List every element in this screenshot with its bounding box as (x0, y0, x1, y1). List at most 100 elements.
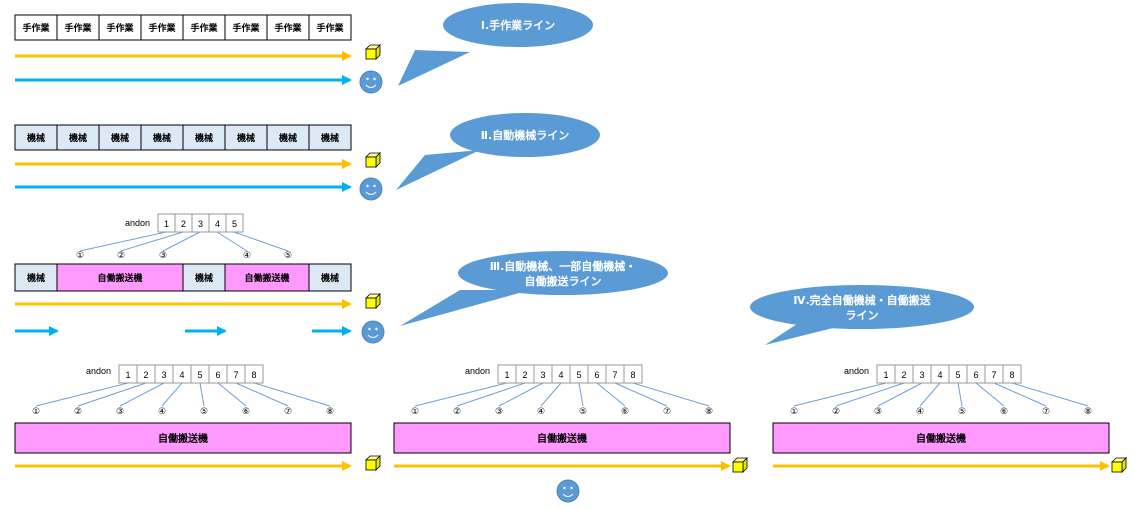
andon-number: 5 (955, 370, 960, 380)
andon-lines (414, 382, 710, 407)
segment-label: 自働搬送機 (97, 272, 142, 284)
cell-label: 手作業 (274, 22, 302, 34)
line2-cells: 機械 機械 機械 機械 機械 機械 機械 機械 (14, 124, 352, 151)
andon-number: 5 (197, 370, 202, 380)
cell-label: 機械 (153, 132, 171, 144)
cell-label: 機械 (321, 132, 339, 144)
segment-label: 機械 (27, 272, 45, 284)
andon-number: 3 (161, 370, 166, 380)
andon-number: 5 (576, 370, 581, 380)
station-number: ⑦ (284, 407, 292, 417)
machine-segment: 機械 (14, 263, 58, 292)
station-number: ⑧ (326, 407, 334, 417)
andon-number: 1 (883, 370, 888, 380)
cell-label: 手作業 (22, 22, 50, 34)
andon-number: 1 (504, 370, 509, 380)
station-number: ⑤ (579, 407, 587, 417)
station-number: ① (411, 407, 419, 417)
transfer-bar: 自働搬送機 (772, 422, 1110, 454)
station-number: ⑥ (1000, 407, 1008, 417)
station-number: ⑦ (663, 407, 671, 417)
segment-label: 機械 (321, 272, 339, 284)
cell-label: 機械 (279, 132, 297, 144)
transfer-segment: 自働搬送機 (56, 263, 184, 292)
cell-label: 機械 (111, 132, 129, 144)
station-number: ① (76, 251, 84, 261)
station-number: ⑤ (284, 251, 292, 261)
andon-lines (79, 231, 289, 252)
machine-segment: 機械 (308, 263, 352, 292)
bar-label: 自働搬送機 (537, 432, 587, 445)
line2-cell: 機械 (266, 124, 310, 151)
cell-label: 手作業 (106, 22, 134, 34)
andon-number: 7 (991, 370, 996, 380)
line2-cell: 機械 (308, 124, 352, 151)
line2-cell: 機械 (14, 124, 58, 151)
box-icon (732, 457, 748, 473)
line2-cell: 機械 (140, 124, 184, 151)
andon-number: 2 (901, 370, 906, 380)
andon-number: 3 (198, 219, 203, 229)
andon-number: 6 (215, 370, 220, 380)
line1-cell: 手作業 (56, 14, 100, 41)
station-number: ④ (916, 407, 924, 417)
line3-segments: 機械 自働搬送機 機械 自働搬送機 機械 (14, 263, 352, 292)
cell-label: 手作業 (232, 22, 260, 34)
transfer-bar: 自働搬送機 (393, 422, 731, 454)
andon-number: 3 (919, 370, 924, 380)
cell-label: 機械 (27, 132, 45, 144)
cell-label: 機械 (69, 132, 87, 144)
andon-number: 4 (179, 370, 184, 380)
station-number: ② (117, 251, 125, 261)
andon-label: andon (86, 366, 111, 376)
station-number: ⑧ (705, 407, 713, 417)
andon-number: 1 (125, 370, 130, 380)
andon-number: 2 (143, 370, 148, 380)
line2-cell: 機械 (56, 124, 100, 151)
transfer-segment: 自働搬送機 (224, 263, 310, 292)
callout-bubble-line2: Ⅱ.自動機械ライン (396, 113, 600, 190)
box-icon (365, 455, 381, 471)
andon-number: 5 (232, 219, 237, 229)
bubble-label: 自働搬送ライン (525, 274, 602, 288)
bar-label: 自働搬送機 (158, 432, 208, 445)
andon-number: 7 (612, 370, 617, 380)
andon-lines (35, 382, 331, 407)
andon-number: 6 (594, 370, 599, 380)
line2-cell: 機械 (182, 124, 226, 151)
station-number: ④ (243, 251, 251, 261)
station-number: ① (32, 407, 40, 417)
andon-board: 1 2 3 4 5 6 7 8 (118, 364, 264, 384)
andon-number: 3 (540, 370, 545, 380)
line1-cell: 手作業 (14, 14, 58, 41)
callout-bubble-line3: Ⅲ.自動機械、一部自働機械・ 自働搬送ライン (400, 251, 668, 326)
station-number: ⑥ (621, 407, 629, 417)
cell-label: 手作業 (64, 22, 92, 34)
line2-cell: 機械 (224, 124, 268, 151)
box-icon (365, 152, 381, 168)
andon-label: andon (844, 366, 869, 376)
andon-label: andon (125, 218, 150, 228)
bubble-label: Ⅳ.完全自働機械・自働搬送 (793, 293, 931, 307)
station-number: ② (453, 407, 461, 417)
station-number: ① (790, 407, 798, 417)
box-icon (365, 44, 381, 60)
station-number: ③ (159, 251, 167, 261)
andon-number: 2 (181, 219, 186, 229)
line1-cells: 手作業 手作業 手作業 手作業 手作業 手作業 手作業 手作業 (14, 14, 352, 41)
andon-number: 4 (937, 370, 942, 380)
bottom-panel-2: andon 1 2 3 4 5 6 7 8 ① ② ③ ④ ⑤ ⑥ ⑦ ⑧ (393, 364, 748, 503)
station-number: ⑧ (1084, 407, 1092, 417)
smiley-icon (359, 70, 383, 94)
bottom-panel-3: andon 1 2 3 4 5 6 7 8 ① ② ③ ④ ⑤ ⑥ ⑦ ⑧ (772, 364, 1127, 473)
andon-lines (793, 382, 1089, 407)
callout-bubble-line4: Ⅳ.完全自働機械・自働搬送 ライン (750, 285, 974, 345)
line1-cell: 手作業 (224, 14, 268, 41)
andon-board: 1 2 3 4 5 6 7 8 (497, 364, 643, 384)
bar-label: 自働搬送機 (916, 432, 966, 445)
andon-number: 6 (973, 370, 978, 380)
cell-label: 手作業 (316, 22, 344, 34)
andon-board: 1 2 3 4 5 (157, 213, 244, 233)
segment-label: 自働搬送機 (244, 272, 289, 284)
